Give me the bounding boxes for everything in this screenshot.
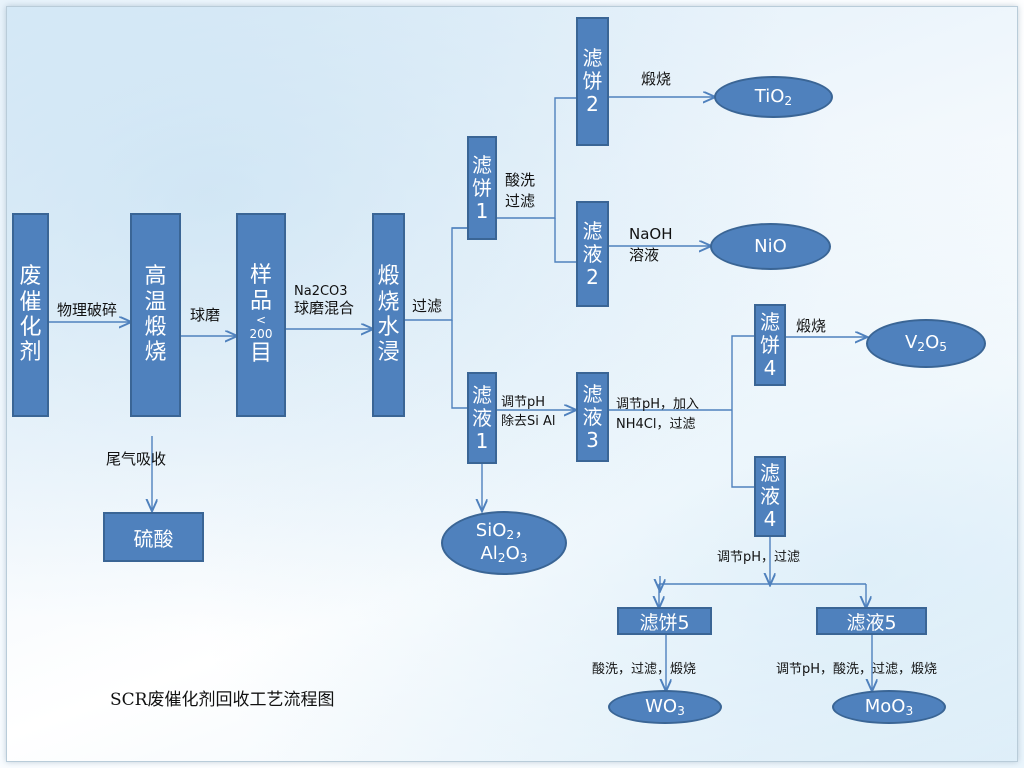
node-filtrate-5: 滤液5 bbox=[816, 607, 927, 635]
product-v2o5: V2O5 bbox=[866, 319, 986, 368]
product-nio: NiO bbox=[710, 223, 831, 270]
label-wo3-steps: 酸洗，过滤，煅烧 bbox=[592, 662, 697, 677]
label-calcine-tio2: 煅烧 bbox=[641, 70, 672, 88]
product-tio2: TiO2 bbox=[714, 76, 833, 118]
label-naoh: NaOH bbox=[629, 225, 673, 243]
label-acid-wash-filter: 过滤 bbox=[505, 192, 536, 210]
label-ball-mill-mix: 球磨混合 bbox=[294, 299, 355, 317]
node-high-temp-calcine: 高温煅烧 bbox=[130, 213, 181, 417]
product-wo3: WO3 bbox=[608, 690, 722, 724]
label-filter: 过滤 bbox=[412, 297, 443, 315]
node-waste-catalyst: 废催化剂 bbox=[12, 213, 49, 417]
product-sio2-al2o3: SiO2，Al2O3 bbox=[441, 511, 567, 575]
diagram-caption: SCR废催化剂回收工艺流程图 bbox=[110, 690, 335, 710]
label-physical-crush: 物理破碎 bbox=[57, 301, 118, 319]
node-sulfuric-acid: 硫酸 bbox=[103, 512, 204, 562]
node-filter-cake-5: 滤饼5 bbox=[617, 607, 712, 635]
label-ball-mill: 球磨 bbox=[190, 306, 221, 324]
product-moo3: MoO3 bbox=[832, 690, 946, 724]
label-remove-si-al: 除去Si Al bbox=[501, 414, 556, 429]
label-na2co3: Na2CO3 bbox=[294, 284, 348, 299]
node-calcine-leach: 煅烧水浸 bbox=[372, 213, 405, 417]
label-exhaust-absorb: 尾气吸收 bbox=[106, 450, 167, 468]
label-acid-wash: 酸洗 bbox=[505, 171, 536, 189]
label-adjust-ph-add: 调节pH，加入 bbox=[616, 397, 700, 412]
label-adjust-ph-filter: 调节pH，过滤 bbox=[717, 550, 801, 565]
label-nh4cl-filter: NH4Cl，过滤 bbox=[616, 417, 696, 432]
label-naoh-solution: 溶液 bbox=[629, 246, 660, 264]
label-moo3-steps: 调节pH，酸洗，过滤，煅烧 bbox=[776, 662, 938, 677]
label-adjust-ph: 调节pH bbox=[501, 395, 546, 410]
label-calcine-v2o5: 煅烧 bbox=[796, 317, 827, 335]
